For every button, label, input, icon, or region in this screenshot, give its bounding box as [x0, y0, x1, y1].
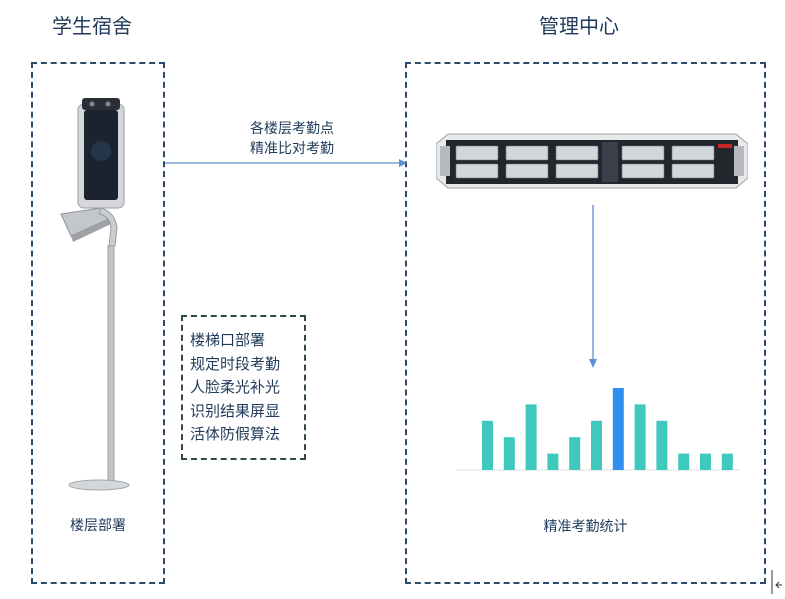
management-center-box [405, 62, 766, 584]
feature-item: 规定时段考勤 [190, 354, 281, 373]
chart-bar [634, 404, 646, 470]
right-section-caption: 精准考勤统计 [543, 519, 628, 535]
chart-bar [482, 420, 493, 470]
chart-bar [525, 404, 537, 470]
student-dorm-box [31, 62, 165, 584]
connector-arrow [165, 159, 407, 167]
attendance-stats-chart [456, 388, 740, 471]
feature-item: 活体防假算法 [190, 425, 281, 443]
feature-item: 人脸柔光补光 [190, 378, 281, 396]
down-arrow [589, 205, 597, 368]
chart-bar [678, 453, 690, 470]
features-box [181, 315, 306, 460]
chart-bar [569, 437, 581, 470]
chart-bar [612, 388, 624, 470]
left-section-caption: 楼层部署 [70, 518, 126, 534]
feature-list: 楼梯口部署 规定时段考勤 人脸柔光补光 识别结果屏显 活体防假算法 [190, 329, 280, 447]
chart-bar [547, 453, 559, 470]
feature-item: 识别结果屏显 [190, 401, 281, 420]
chart-bar [656, 420, 668, 470]
left-section-title: 学生宿舍 [52, 14, 132, 38]
chart-bar [591, 420, 602, 470]
feature-item: 楼梯口部署 [190, 331, 266, 349]
face-recognition-terminal-image [60, 98, 130, 491]
right-section-title: 管理中心 [539, 14, 619, 38]
chart-bar [721, 453, 733, 470]
connector-label-line-1: 各楼层考勤点 [250, 121, 334, 137]
chart-bar [700, 453, 711, 470]
cursor-icon [771, 570, 782, 594]
chart-bar [503, 437, 515, 470]
connector-label-line-2: 精准比对考勤 [250, 141, 334, 157]
server-image [436, 133, 748, 189]
